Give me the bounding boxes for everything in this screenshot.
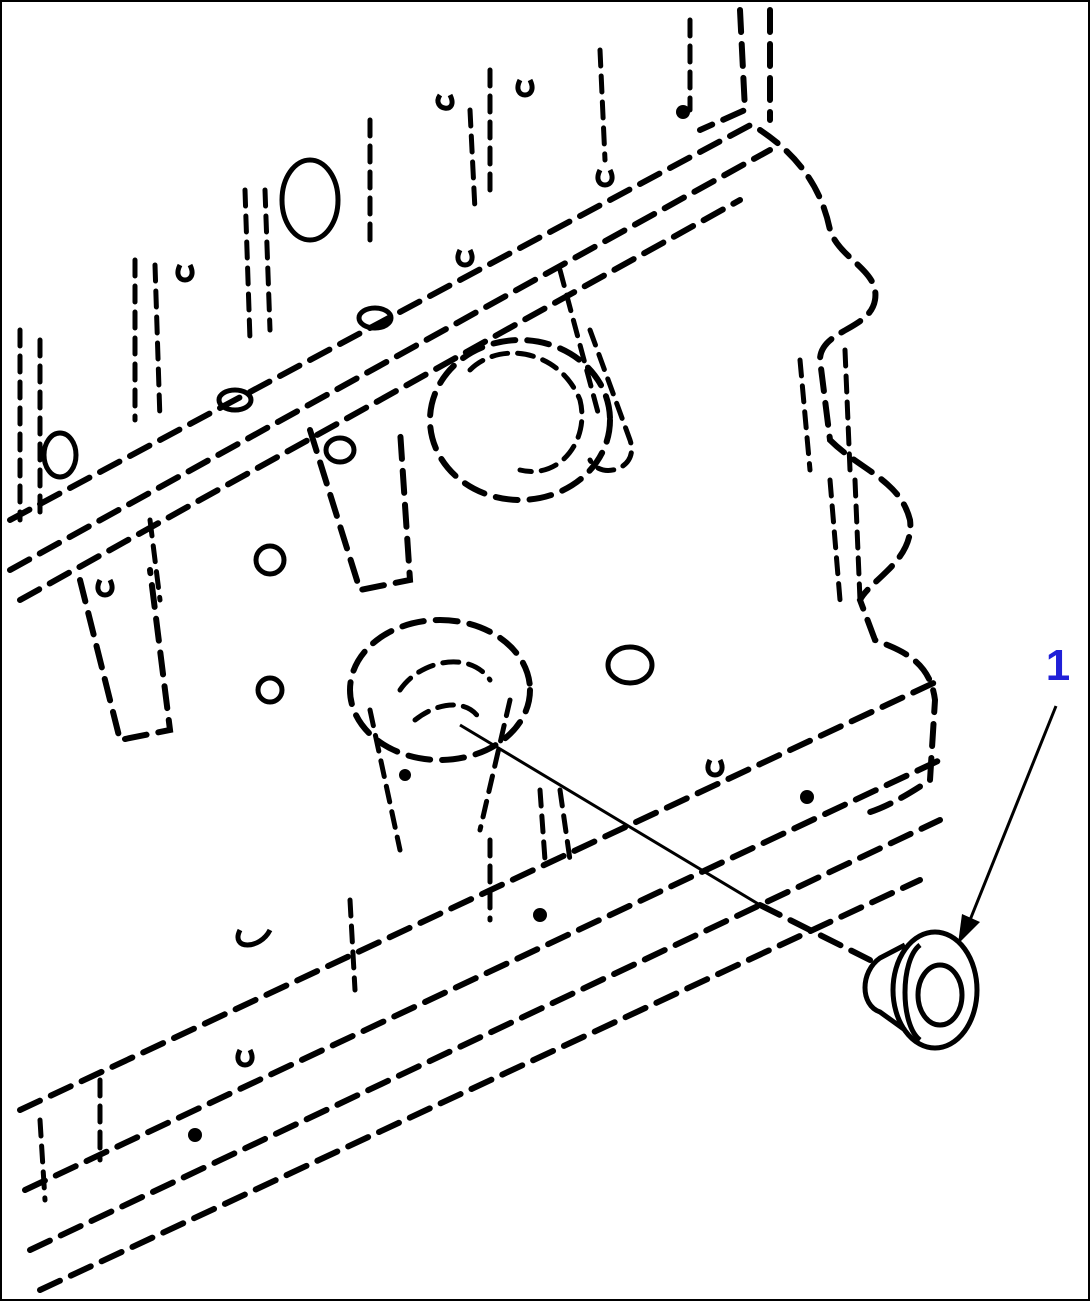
callout-label: 1 bbox=[1046, 641, 1070, 690]
bolt-holes bbox=[41, 78, 814, 1142]
bearing-boss-lower bbox=[347, 617, 533, 853]
callout-1: 1 bbox=[958, 641, 1070, 944]
engine-block-outline bbox=[7, 7, 943, 1293]
assembly-leader-line bbox=[459, 723, 873, 963]
callout-leader-line bbox=[966, 705, 1058, 926]
plug-part bbox=[862, 929, 980, 1051]
bearing-boss-upper bbox=[427, 267, 635, 503]
callout-arrowhead bbox=[958, 914, 980, 944]
arm-left bbox=[77, 427, 414, 744]
